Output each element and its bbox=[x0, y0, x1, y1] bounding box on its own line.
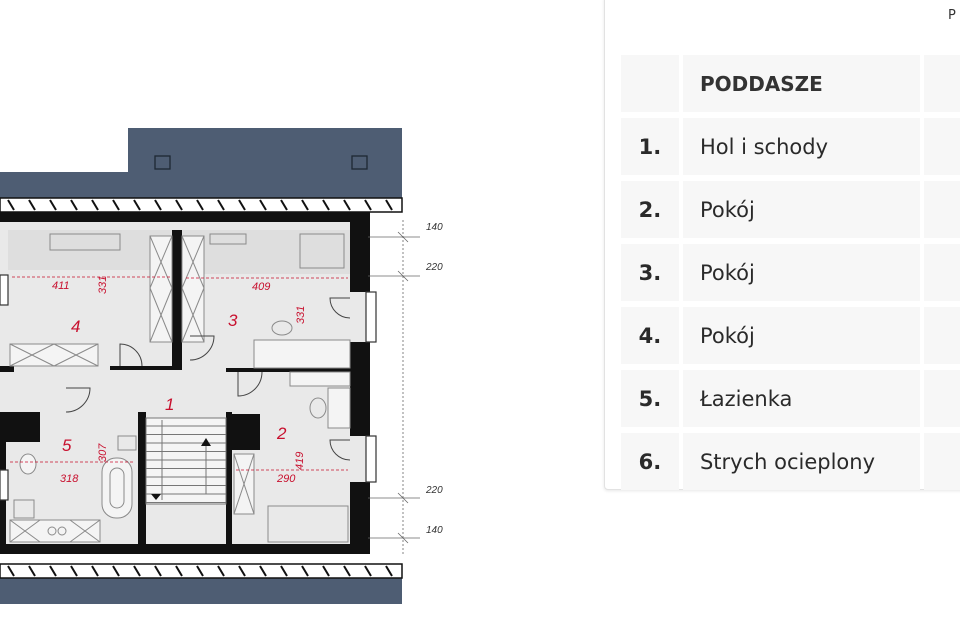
table-row: 2. Pokój bbox=[621, 181, 960, 238]
row-room-name: Strych ocieplony bbox=[682, 433, 921, 490]
interior-details bbox=[9, 233, 351, 543]
floor-plan: 1 2 3 4 5 411 331 409 331 290 419 318 30… bbox=[0, 0, 460, 640]
room-number-1: 1 bbox=[165, 395, 175, 414]
stairs bbox=[145, 417, 227, 505]
room-number-2: 2 bbox=[277, 424, 287, 443]
room-5-length: 307 bbox=[97, 443, 109, 462]
table-header-row: PODDASZE bbox=[621, 55, 960, 112]
room-dimension-lines bbox=[10, 276, 348, 471]
room-4-length: 331 bbox=[97, 275, 109, 294]
row-number: 6. bbox=[621, 433, 679, 490]
room-number-4: 4 bbox=[71, 317, 81, 336]
row-extra-cell bbox=[924, 118, 960, 175]
header-num-cell bbox=[621, 55, 679, 112]
windows bbox=[0, 274, 377, 501]
dimension-lines bbox=[368, 220, 420, 556]
row-room-name: Hol i schody bbox=[682, 118, 921, 175]
row-number: 1. bbox=[621, 118, 679, 175]
floor-plan-drawing bbox=[0, 128, 420, 604]
room-list-panel: PODDASZE 1. Hol i schody 2. Pokój 3. Pok… bbox=[604, 0, 960, 490]
room-5-width: 318 bbox=[60, 473, 79, 485]
room-2-length: 419 bbox=[294, 451, 306, 470]
row-room-name: Pokój bbox=[682, 307, 921, 364]
row-extra-cell bbox=[924, 181, 960, 238]
row-extra-cell bbox=[924, 307, 960, 364]
row-number: 4. bbox=[621, 307, 679, 364]
floor-heading: PODDASZE bbox=[682, 55, 921, 112]
row-extra-cell bbox=[924, 433, 960, 490]
table-row: 5. Łazienka bbox=[621, 370, 960, 427]
dimension-bottom-inner: 220 bbox=[426, 485, 443, 496]
doors bbox=[65, 297, 351, 461]
row-number: 2. bbox=[621, 181, 679, 238]
row-room-name: Pokój bbox=[682, 181, 921, 238]
eave-tiles bbox=[0, 197, 403, 579]
table-row: 1. Hol i schody bbox=[621, 118, 960, 175]
header-extra-cell bbox=[924, 55, 960, 112]
table-row: 6. Strych ocieplony bbox=[621, 433, 960, 490]
row-number: 5. bbox=[621, 370, 679, 427]
row-extra-cell bbox=[924, 370, 960, 427]
panel-corner-text: P bbox=[948, 8, 956, 23]
room-3-width: 409 bbox=[252, 281, 271, 293]
dimension-top-outer: 140 bbox=[426, 222, 443, 233]
roof bbox=[0, 128, 402, 604]
row-extra-cell bbox=[924, 244, 960, 301]
room-2-width: 290 bbox=[277, 473, 296, 485]
room-table: PODDASZE 1. Hol i schody 2. Pokój 3. Pok… bbox=[617, 49, 960, 496]
room-4-width: 411 bbox=[52, 280, 70, 292]
row-room-name: Pokój bbox=[682, 244, 921, 301]
room-number-5: 5 bbox=[62, 436, 72, 455]
dimension-bottom-outer: 140 bbox=[426, 525, 443, 536]
dimension-top-inner: 220 bbox=[426, 262, 443, 273]
room-number-3: 3 bbox=[228, 311, 238, 330]
row-room-name: Łazienka bbox=[682, 370, 921, 427]
table-row: 4. Pokój bbox=[621, 307, 960, 364]
table-row: 3. Pokój bbox=[621, 244, 960, 301]
row-number: 3. bbox=[621, 244, 679, 301]
room-3-length: 331 bbox=[295, 305, 307, 324]
